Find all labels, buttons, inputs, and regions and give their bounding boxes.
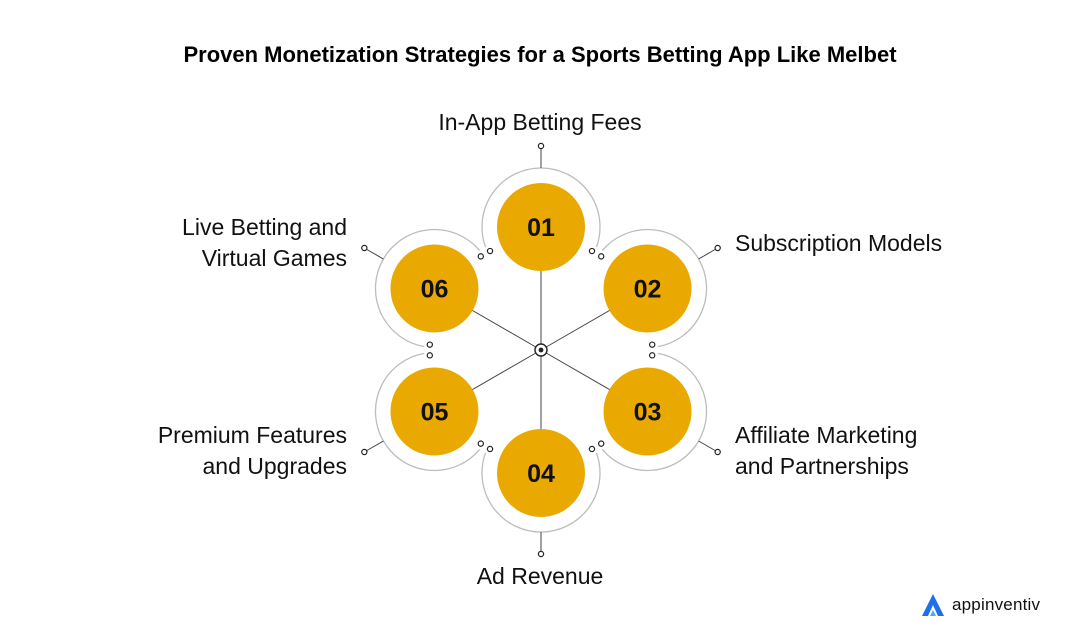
node-03-dot-b	[588, 445, 596, 453]
node-03-disc	[603, 367, 692, 456]
node-06-dot-b	[486, 247, 494, 255]
node-02-dot-a	[588, 247, 596, 255]
label-node-05: Premium Features and Upgrades	[47, 420, 347, 482]
label-node-04-line-1: Ad Revenue	[476, 563, 604, 589]
node-06-connector	[364, 247, 384, 260]
label-node-03: Affiliate Marketing and Partnerships	[735, 420, 917, 482]
node-04-dot-a	[598, 440, 605, 447]
node-05-ring-arc	[374, 352, 481, 472]
node-03-connector-dot	[714, 448, 721, 456]
node-04-connector-dot	[537, 550, 545, 558]
node-03-connector	[698, 440, 718, 453]
node-04-dot-b	[477, 440, 484, 447]
label-node-06-line-2: Virtual Games	[201, 245, 347, 271]
brand-logo: appinventiv	[920, 590, 1040, 620]
node-02-number: 02	[634, 276, 662, 304]
node-03-number: 03	[634, 399, 662, 427]
label-node-01-line-1: In-App Betting Fees	[438, 109, 642, 135]
node-02-connector-dot	[714, 244, 721, 252]
node-04-number: 04	[527, 460, 555, 488]
label-node-06-line-1: Live Betting and	[182, 214, 347, 240]
brand-name: appinventiv	[952, 595, 1041, 614]
node-01-connector-dot	[537, 142, 545, 150]
diagram-title: Proven Monetization Strategies for a Spo…	[183, 42, 897, 67]
node-02: 02	[601, 228, 718, 348]
node-04: 04	[481, 429, 601, 554]
node-06-connector-dot	[361, 244, 368, 252]
node-02-connector	[698, 247, 718, 260]
appinventiv-logo-icon	[922, 594, 944, 616]
label-node-03-line-2: and Partnerships	[735, 453, 909, 479]
label-node-01: In-App Betting Fees	[390, 107, 690, 138]
node-01-number: 01	[527, 214, 555, 242]
node-03: 03	[601, 352, 718, 472]
node-05-dot-b	[426, 341, 434, 348]
node-05-dot-a	[486, 445, 494, 453]
node-05: 05	[364, 352, 481, 472]
node-01-dot-a	[477, 253, 484, 260]
label-node-02: Subscription Models	[735, 228, 942, 259]
node-05-connector-dot	[361, 448, 368, 456]
node-05-disc	[390, 367, 479, 456]
node-06: 06	[364, 228, 481, 348]
node-06-ring-arc	[374, 228, 481, 348]
node-06-disc	[390, 244, 479, 333]
node-04-disc	[497, 429, 585, 517]
node-02-disc	[603, 244, 692, 333]
node-06-number: 06	[421, 276, 449, 304]
node-05-connector	[364, 440, 384, 453]
node-02-dot-b	[648, 352, 656, 359]
label-node-05-line-1: Premium Features	[157, 422, 347, 448]
label-node-04: Ad Revenue	[390, 561, 690, 592]
node-01-dot-b	[598, 253, 605, 260]
node-01-ring-arc	[481, 167, 601, 248]
node-03-dot-a	[648, 341, 656, 348]
node-04-ring-arc	[481, 452, 601, 533]
label-node-03-line-1: Affiliate Marketing	[735, 422, 918, 448]
node-01-disc	[497, 183, 585, 271]
label-node-05-line-2: and Upgrades	[202, 453, 348, 479]
node-06-dot-a	[426, 352, 434, 359]
node-05-number: 05	[421, 399, 449, 427]
label-node-06: Live Betting and Virtual Games	[47, 212, 347, 274]
node-01: 01	[481, 146, 601, 271]
label-node-02-line-1: Subscription Models	[735, 230, 943, 256]
center-hub-dot	[538, 347, 544, 353]
